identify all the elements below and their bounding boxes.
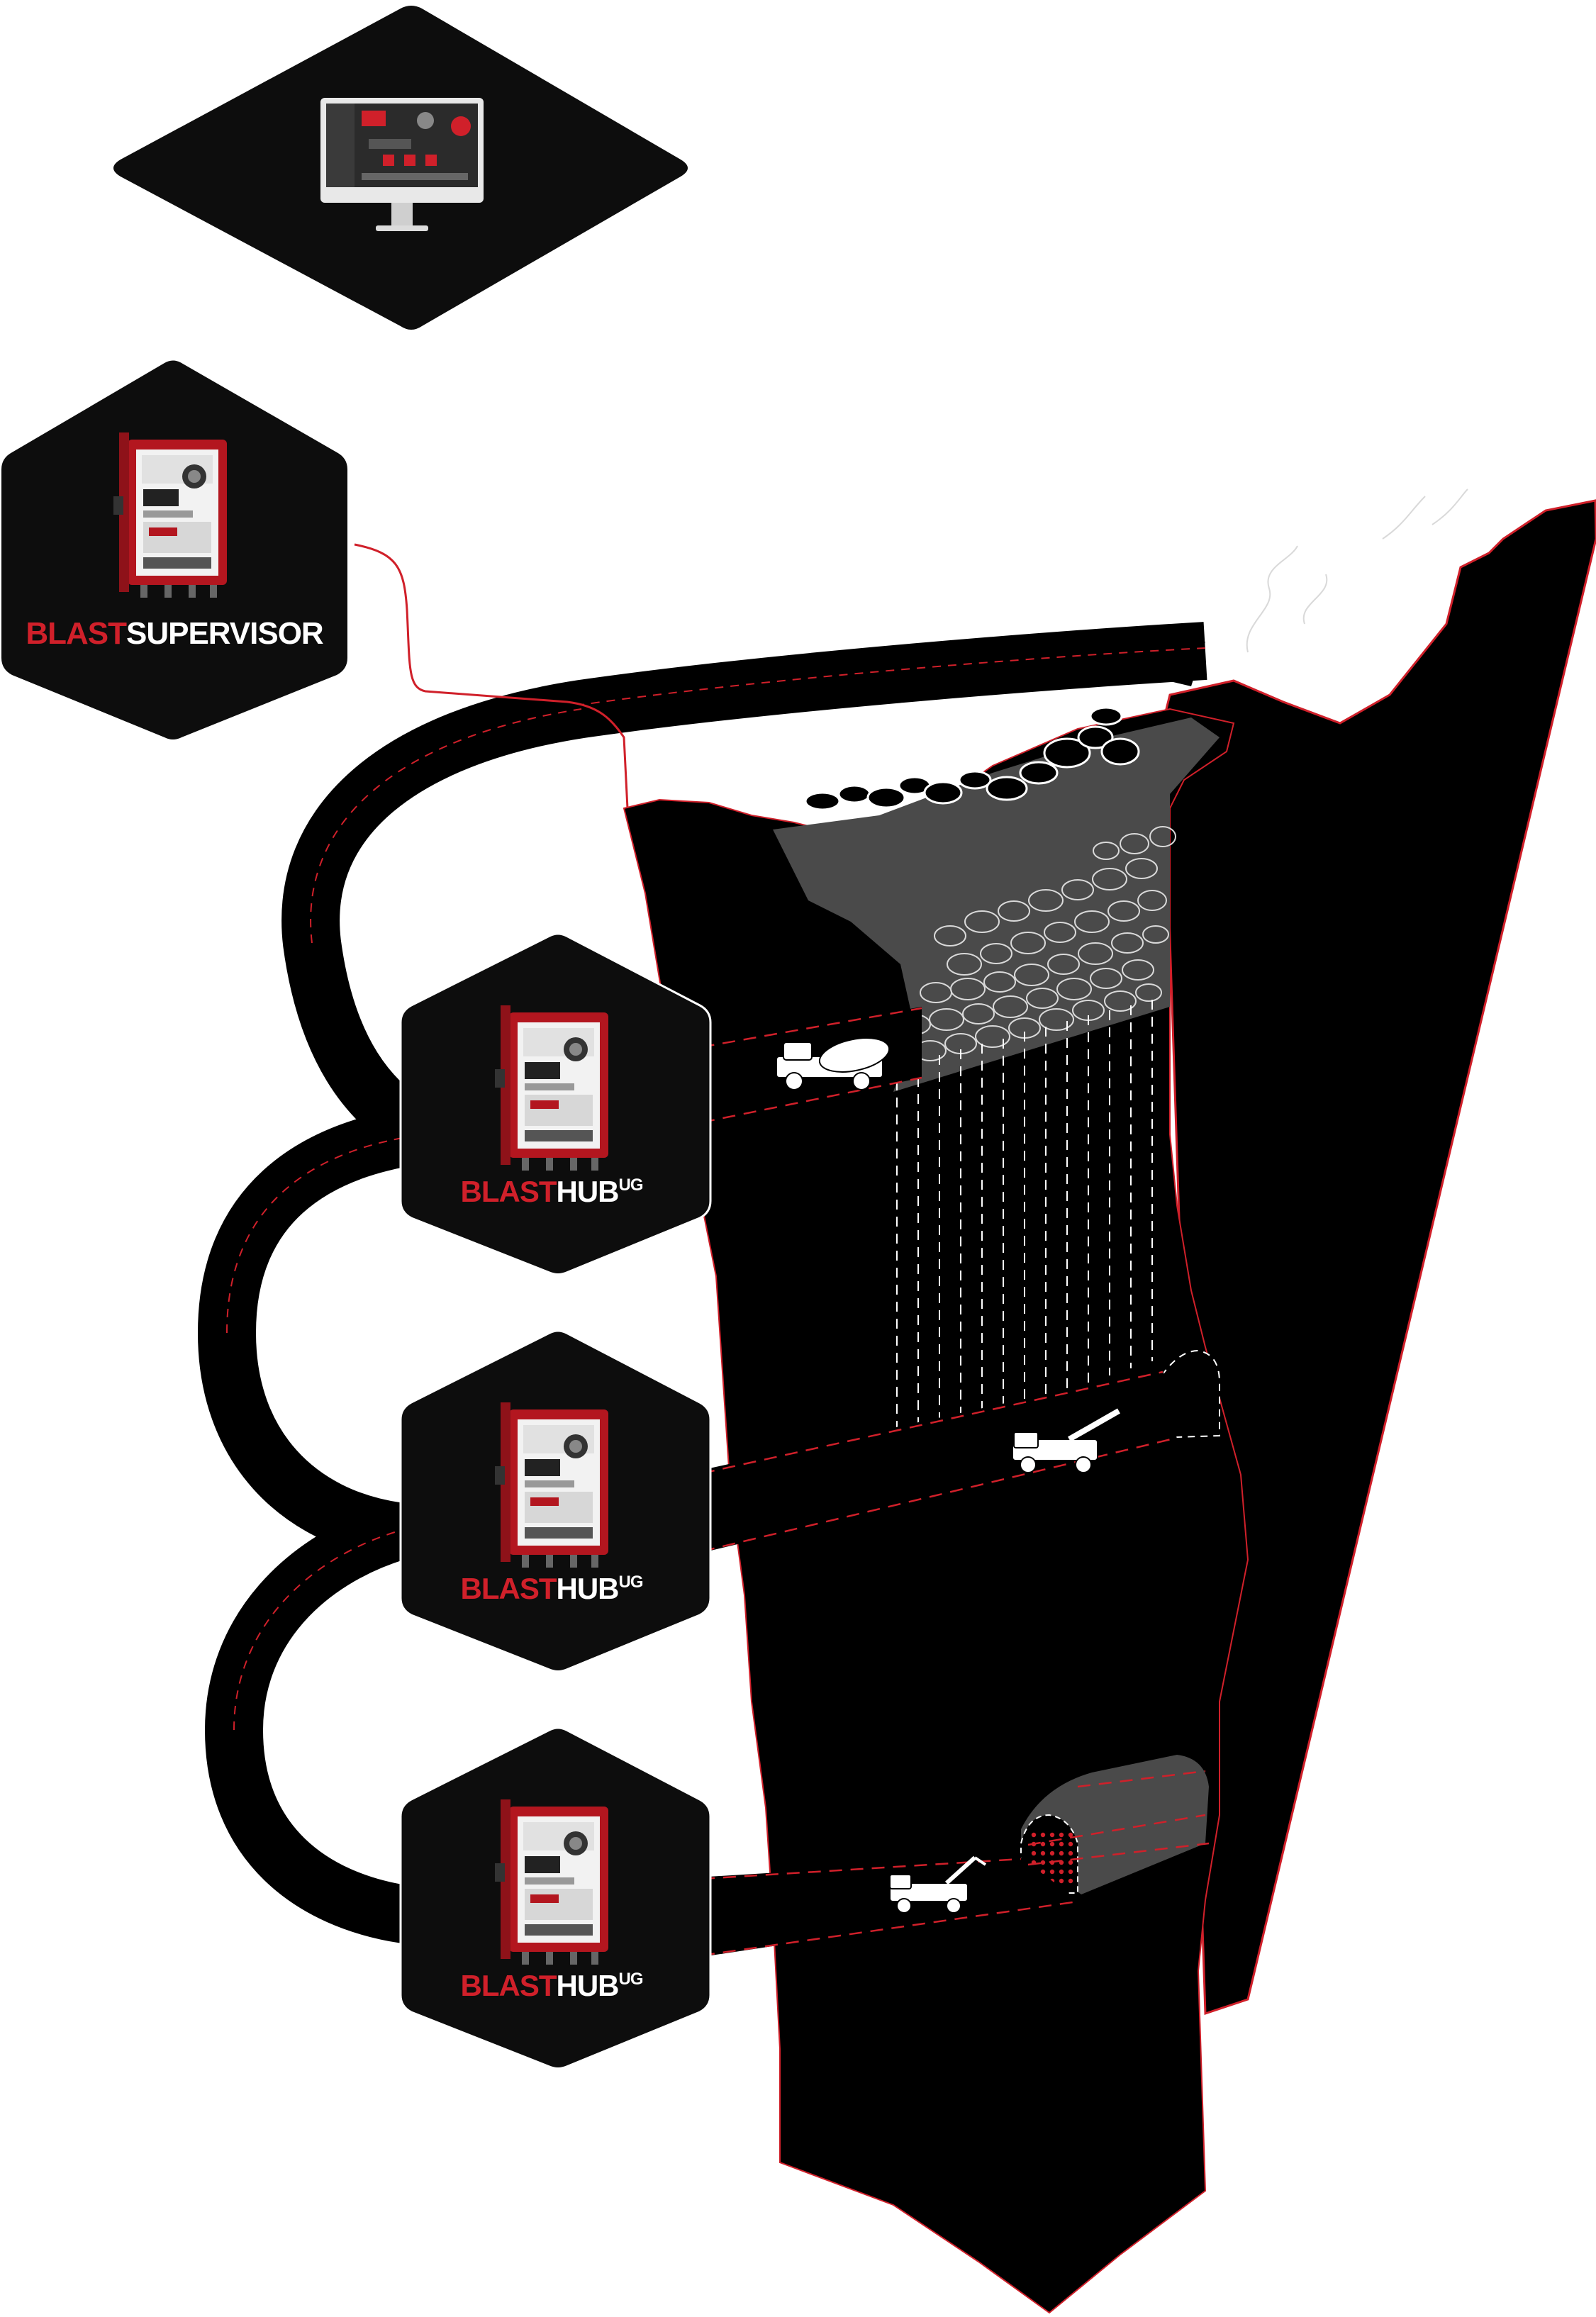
blast-hole-dot xyxy=(1068,1860,1073,1865)
tunnel-portal-upper xyxy=(1156,1349,1220,1439)
blast-supervisor-node[interactable]: BLASTSUPERVISOR xyxy=(1,360,347,740)
blast-hole-dot xyxy=(1049,1841,1055,1847)
blast-hub-ug-node-2[interactable]: BLASTHUBUG xyxy=(399,1329,712,1673)
blast-supervisor-label: BLASTSUPERVISOR xyxy=(26,616,323,651)
blast-hole-dot xyxy=(1040,1860,1046,1865)
blast-hole-dot xyxy=(1059,1850,1064,1856)
blast-hole-dot xyxy=(1049,1832,1055,1838)
blast-hole-dot xyxy=(1049,1869,1055,1875)
blast-hole-dot xyxy=(1049,1850,1055,1856)
blast-hole-dot xyxy=(1031,1850,1037,1856)
blast-hub-1-label: BLASTHUBUG xyxy=(461,1175,643,1208)
charging-rig-icon xyxy=(889,1855,987,1914)
blast-hole-dot xyxy=(1068,1832,1073,1838)
blast-hole-dot xyxy=(1068,1869,1073,1875)
blast-hole-dot xyxy=(1040,1869,1046,1875)
monitor-icon xyxy=(320,98,484,231)
mixer-truck-icon xyxy=(776,1037,891,1090)
blast-hole-dot xyxy=(1059,1841,1064,1847)
computer-node[interactable] xyxy=(113,6,688,330)
blast-hole-dot xyxy=(1059,1832,1064,1838)
blast-hole-dot xyxy=(1031,1832,1037,1838)
blast-hole-dot xyxy=(1059,1878,1064,1884)
ore-block xyxy=(773,718,1220,1092)
communication-lines xyxy=(354,543,629,809)
blast-hole-dot xyxy=(1068,1841,1073,1847)
blast-hub-3-label: BLASTHUBUG xyxy=(461,1969,643,2002)
drill-rig-icon xyxy=(1012,1408,1120,1473)
control-box-icon xyxy=(495,1402,608,1568)
blast-hole-dot xyxy=(1040,1841,1046,1847)
drill-holes xyxy=(896,1000,1153,1446)
rock-pile xyxy=(804,706,1140,811)
level-drive-2 xyxy=(681,1368,1177,1553)
ramp-red-edge xyxy=(226,647,1206,1731)
blast-hole-dot xyxy=(1040,1832,1046,1838)
control-box-icon xyxy=(495,1005,608,1171)
blast-hub-ug-node-3[interactable]: BLASTHUBUG xyxy=(399,1726,712,2070)
blast-hub-ug-node-1[interactable]: BLASTHUBUG xyxy=(399,932,712,1275)
blast-hole-dot xyxy=(1040,1850,1046,1856)
decline-ramp-mouth xyxy=(1143,642,1205,686)
blast-hole-dot xyxy=(1059,1869,1064,1875)
level-drive-3 xyxy=(674,1858,1078,1957)
hub-connectors xyxy=(282,1106,404,1904)
control-box-icon xyxy=(495,1799,608,1965)
blast-hub-2-label: BLASTHUBUG xyxy=(461,1572,643,1605)
blast-hole-dot xyxy=(1068,1878,1073,1884)
ventilation-exhaust xyxy=(1246,488,1468,653)
blast-hole-dot xyxy=(1068,1850,1073,1856)
control-box-icon xyxy=(113,432,227,598)
mountain-ridge xyxy=(1161,499,1596,2016)
